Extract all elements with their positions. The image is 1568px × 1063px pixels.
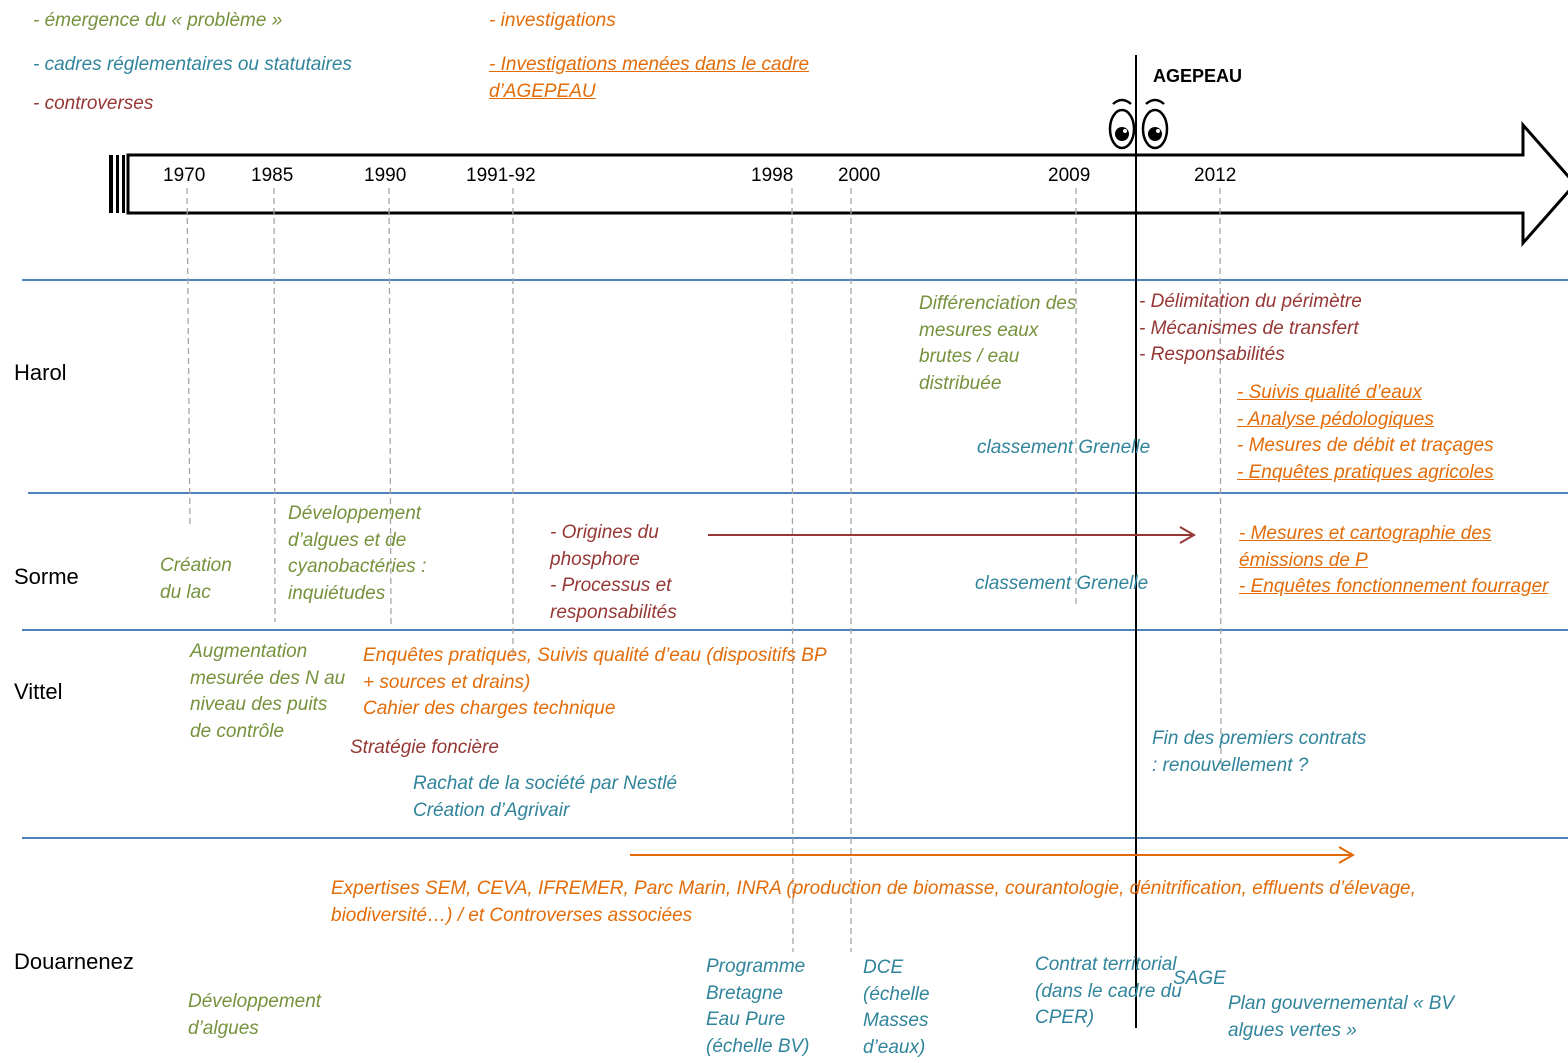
douarnenez-dce-text: DCE (échelle Masses d’eaux)	[863, 957, 930, 1058]
douarnenez-expertises-text: Expertises SEM, CEVA, IFREMER, Parc Mari…	[331, 878, 1416, 926]
harol-differenciation-text: Différenciation des mesures eaux brutes …	[919, 293, 1077, 394]
douarnenez-programme-text: Programme Bretagne Eau Pure (échelle BV)	[706, 956, 810, 1057]
vittel-augmentation-text: Augmentation mesurée des N au niveau des…	[190, 641, 346, 742]
timeline-arrow	[126, 121, 1568, 247]
year-line-1998	[791, 187, 794, 953]
year-line-1985	[273, 187, 276, 623]
year-label: 1998	[751, 165, 794, 186]
vittel-enquetes-text: Enquêtes pratiques, Suivis qualité d’eau…	[363, 645, 827, 719]
douarnenez-sage-text: SAGE	[1173, 968, 1226, 989]
year-label: 1990	[364, 165, 407, 186]
harol-classement-grenelle: classement Grenelle	[977, 437, 1151, 458]
site-label-harol: Harol	[14, 360, 67, 385]
sorme-creation-text: Création du lac	[160, 555, 232, 603]
timeline-arrow-tail	[122, 155, 125, 213]
douarnenez-contrat-text: Contrat territorial (dans le cadre du CP…	[1035, 954, 1182, 1028]
year-label: 2000	[838, 165, 881, 186]
vittel-strategie-fonciere: Stratégie foncière	[350, 737, 499, 758]
douarnenez-expertise-arrow	[630, 846, 1356, 864]
vittel-rachat-text: Rachat de la société par Nestlé Création…	[413, 773, 678, 821]
harol-controverses-list: - Délimitation du périmètre - Mécanismes…	[1139, 291, 1362, 365]
year-line-1970	[186, 187, 191, 528]
sorme-investigations-list: - Mesures et cartographie des émissions …	[1239, 523, 1549, 597]
timeline-arrow-tail	[116, 155, 119, 213]
year-line-2012	[1219, 187, 1222, 771]
sorme-controversy-arrow	[708, 526, 1197, 544]
douarnenez-developpement-text: Développement d’algues	[188, 991, 322, 1039]
legend-investigations: - investigations	[489, 10, 616, 31]
sorme-classement-grenelle: classement Grenelle	[975, 573, 1149, 594]
year-line-1990	[388, 187, 392, 626]
harol-investigations-list: - Suivis qualité d’eaux - Analyse pédolo…	[1237, 382, 1494, 483]
year-label: 1985	[251, 165, 294, 186]
legend-emergence: - émergence du « problème »	[33, 10, 283, 31]
year-label: 2009	[1048, 165, 1091, 186]
timeline-arrow-tail	[109, 155, 113, 213]
sorme-developpement-text: Développement d’algues et de cyanobactér…	[288, 503, 427, 604]
year-label: 1970	[163, 165, 206, 186]
agepeau-label: AGEPEAU	[1153, 66, 1243, 86]
legend-controverses: - controverses	[33, 93, 154, 114]
legend-cadres: - cadres réglementaires ou statutaires	[33, 54, 352, 75]
sorme-origines-text: - Origines du phosphore - Processus et r…	[550, 522, 677, 623]
year-label: 1991-92	[466, 165, 536, 186]
vittel-fin-contrats-text: Fin des premiers contrats : renouvelleme…	[1152, 728, 1367, 776]
legend-investigations-agepeau: - Investigations menées dans le cadre d’…	[489, 54, 810, 102]
douarnenez-plan-text: Plan gouvernemental « BV algues vertes »	[1228, 993, 1455, 1041]
eyes-icon	[1108, 98, 1169, 150]
site-label-douarnenez: Douarnenez	[14, 949, 134, 974]
site-label-vittel: Vittel	[14, 679, 63, 704]
site-label-sorme: Sorme	[14, 564, 79, 589]
year-label: 2012	[1194, 165, 1237, 186]
